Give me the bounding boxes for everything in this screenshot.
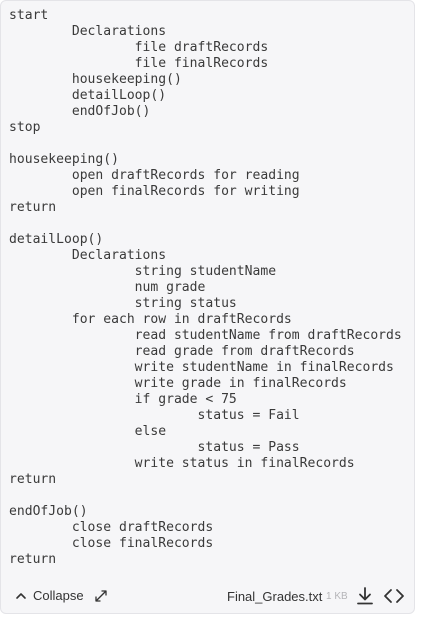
code-file-panel: start Declarations file draftRecords fil… (0, 0, 415, 614)
code-line: open finalRecords for writing (9, 184, 300, 199)
code-line: endOfJob() (9, 504, 88, 519)
code-line: num grade (9, 280, 206, 295)
code-block: start Declarations file draftRecords fil… (9, 8, 402, 568)
code-line: read studentName from draftRecords (9, 328, 402, 343)
file-name: Final_Grades.txt (227, 589, 323, 604)
code-line: detailLoop() (9, 88, 167, 103)
download-icon[interactable] (356, 586, 374, 606)
code-line: close draftRecords (9, 520, 214, 535)
code-line: open draftRecords for reading (9, 168, 300, 183)
chevron-up-icon (16, 592, 26, 599)
code-line: housekeeping() (9, 152, 119, 167)
code-line: status = Pass (9, 440, 300, 455)
collapse-label: Collapse (33, 588, 84, 603)
code-line: read grade from draftRecords (9, 344, 355, 359)
code-line: endOfJob() (9, 104, 151, 119)
code-line: Declarations (9, 248, 167, 263)
code-line: Declarations (9, 24, 167, 39)
code-line: string status (9, 296, 237, 311)
code-line: else (9, 424, 167, 439)
code-line: if grade < 75 (9, 392, 237, 407)
code-line: housekeeping() (9, 72, 182, 87)
code-line: status = Fail (9, 408, 300, 423)
expand-arrows-icon[interactable] (93, 588, 109, 604)
code-line: return (9, 200, 57, 215)
code-brackets-icon[interactable] (383, 587, 405, 605)
code-line: return (9, 552, 57, 567)
code-line: string studentName (9, 264, 277, 279)
code-line: file draftRecords (9, 40, 269, 55)
code-line: write studentName in finalRecords (9, 360, 394, 375)
code-line: write grade in finalRecords (9, 376, 347, 391)
code-line (9, 488, 402, 504)
code-line: file finalRecords (9, 56, 269, 71)
code-line: close finalRecords (9, 536, 214, 551)
code-line: start (9, 8, 49, 23)
code-line: for each row in draftRecords (9, 312, 292, 327)
code-line (9, 216, 402, 232)
code-line: stop (9, 120, 41, 135)
code-line: detailLoop() (9, 232, 104, 247)
file-footer: Collapse Final_Grades.txt 1 KB (1, 578, 414, 613)
file-size: 1 KB (326, 591, 348, 602)
collapse-button[interactable]: Collapse (15, 588, 84, 603)
code-line (9, 136, 402, 152)
code-line: return (9, 472, 57, 487)
code-line: write status in finalRecords (9, 456, 355, 471)
